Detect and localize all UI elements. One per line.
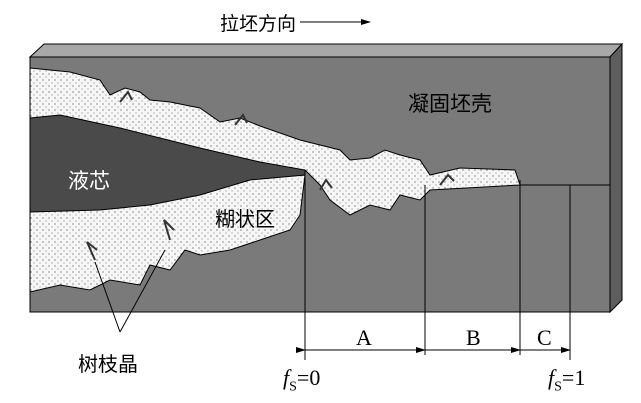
zone-b-label: B bbox=[466, 325, 481, 350]
mushy-zone-label: 糊状区 bbox=[215, 207, 275, 231]
zone-a-label: A bbox=[356, 325, 372, 350]
slab-side-face bbox=[609, 42, 623, 314]
dendrites-label: 树枝晶 bbox=[78, 352, 138, 376]
mushy-zone-upper bbox=[29, 67, 521, 216]
shell-label: 凝固坯壳 bbox=[408, 92, 492, 116]
fs-zero-label: fS=0 bbox=[283, 365, 321, 395]
zone-c-label: C bbox=[537, 325, 552, 350]
title: 拉坯方向 bbox=[220, 13, 297, 35]
liquid-core-label: 液芯 bbox=[68, 169, 110, 193]
slab-top-face bbox=[28, 43, 624, 58]
dendrite-marks bbox=[86, 90, 455, 261]
fs-one-label: fS=1 bbox=[548, 365, 586, 395]
dimension-lines bbox=[94, 19, 571, 360]
